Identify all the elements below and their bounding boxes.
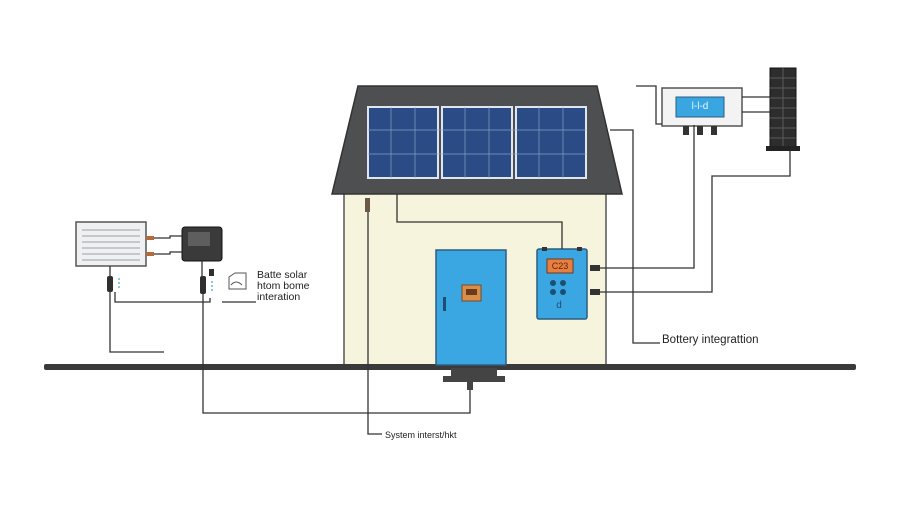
wiring bbox=[109, 85, 791, 435]
inverter-cabinet bbox=[435, 249, 507, 366]
hybrid-controller bbox=[181, 226, 223, 262]
inverter-symbol: d bbox=[556, 300, 562, 311]
label-system: System interst/hkt bbox=[385, 430, 457, 440]
ground-line bbox=[44, 364, 856, 370]
solar-panel bbox=[441, 106, 513, 179]
note-icon bbox=[228, 272, 247, 290]
battery-pack bbox=[75, 221, 154, 267]
controller-display: C23 bbox=[551, 261, 569, 271]
house bbox=[331, 85, 623, 367]
vertical-solar-module bbox=[766, 67, 800, 151]
monitor-screen bbox=[675, 96, 725, 118]
plug-connector bbox=[200, 276, 206, 294]
solar-panel bbox=[367, 106, 439, 179]
label-battery-solar: Batte solar htom bome interation bbox=[257, 269, 310, 303]
plug-connector bbox=[107, 276, 113, 292]
controller-screen bbox=[546, 258, 574, 274]
charge-controller bbox=[536, 247, 588, 320]
wall-terminal bbox=[590, 289, 600, 295]
monitoring-unit bbox=[661, 87, 743, 135]
ground-mount bbox=[443, 368, 505, 390]
label-battery-integration: Bottery integrattion bbox=[662, 334, 759, 346]
solar-panel bbox=[515, 106, 587, 179]
roof-solar-array bbox=[367, 106, 587, 179]
monitor-display: l-l-d bbox=[691, 101, 709, 112]
inverter-handle bbox=[443, 297, 446, 311]
wall-terminal bbox=[590, 265, 600, 271]
roof-junction-box bbox=[365, 198, 370, 212]
